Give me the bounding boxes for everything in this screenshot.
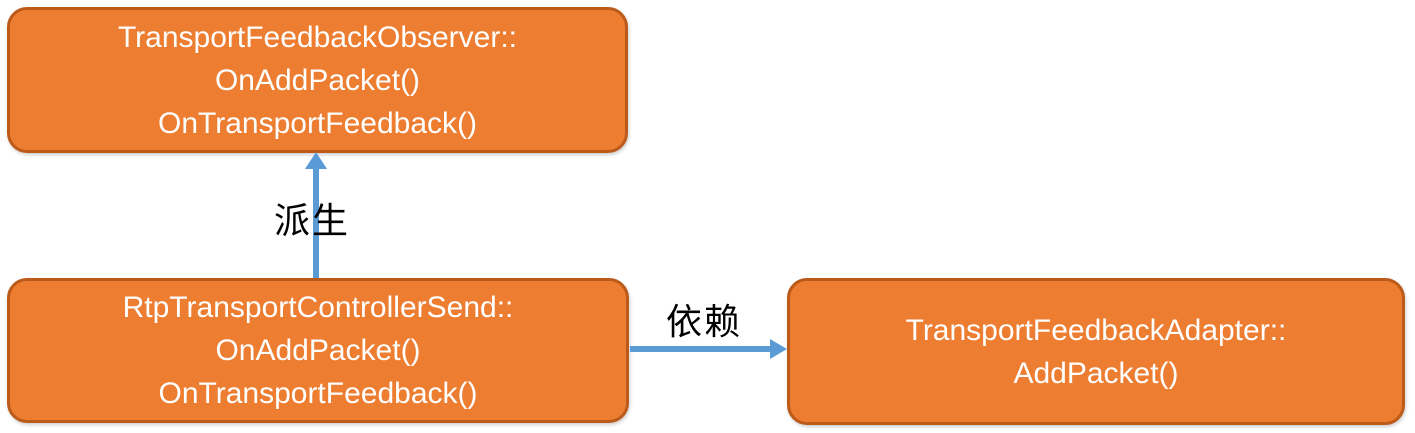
node-text-line: OnAddPacket() [215,334,421,367]
node-transport-feedback-adapter: TransportFeedbackAdapter:: AddPacket() [787,278,1405,425]
node-text-line: AddPacket() [1013,356,1179,390]
node-rtp-transport-controller-send: RtpTransportControllerSend:: OnAddPacket… [7,278,629,423]
node-text-line: OnAddPacket() [214,63,421,97]
derive-arrow-up-head [305,152,327,169]
node-text-line: TransportFeedbackAdapter:: [905,313,1287,347]
node-text-line: RtpTransportControllerSend:: [122,291,514,324]
node-text-line: OnTransportFeedback() [157,106,477,140]
node-text-line: TransportFeedbackObserver:: [117,20,518,54]
derive-edge-label: 派生 [273,200,350,241]
depend-arrow-right-head [770,339,787,359]
derive-arrow-shaft [313,166,319,278]
node-transport-feedback-observer: TransportFeedbackObserver:: OnAddPacket(… [7,7,628,153]
depend-edge-label: 依赖 [665,301,742,342]
depend-arrow-shaft [630,346,771,352]
node-text-line: OnTransportFeedback() [158,377,478,410]
